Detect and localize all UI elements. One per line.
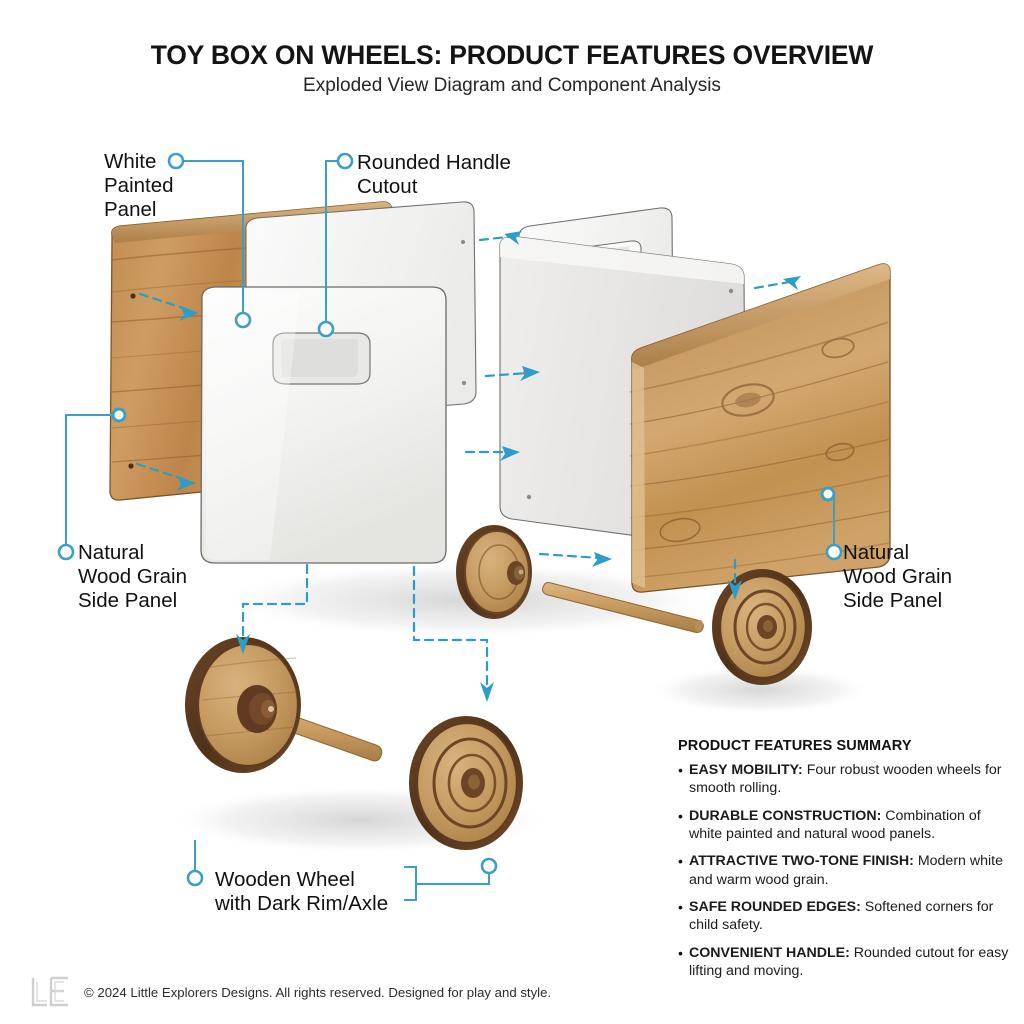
marker-right-wood-label	[825, 543, 843, 561]
feature-text: CONVENIENT HANDLE: Rounded cutout for ea…	[689, 944, 1014, 981]
product-features-summary: PRODUCT FEATURES SUMMARY • EASY MOBILITY:…	[678, 738, 1014, 989]
marker-rounded-handle-label	[336, 152, 354, 170]
bullet-icon: •	[678, 762, 683, 778]
feature-description: Modern white and warm wood grain.	[689, 853, 1003, 888]
callout-label-left-wood-panel: Natural Wood Grain Side Panel	[78, 541, 188, 612]
marker-left-wood-label	[57, 543, 75, 561]
callout-label-rounded-handle-cutout: Rounded Handle Cutout	[357, 151, 511, 198]
attached-wheel-left	[456, 525, 532, 619]
feature-term: DURABLE CONSTRUCTION:	[689, 807, 882, 824]
bullet-icon: •	[678, 807, 683, 824]
footer-copyright: © 2024 Little Explorers Designs. All rig…	[84, 984, 552, 1000]
feature-item: • EASY MOBILITY: Four robust wooden wheel…	[678, 761, 1014, 798]
assembly-arrowheads	[176, 231, 801, 702]
feature-description: Rounded cutout for easy lifting and movi…	[689, 944, 1009, 979]
feature-term: SAFE ROUNDED EDGES:	[689, 898, 861, 915]
bullet-icon: •	[678, 898, 683, 915]
feature-item: • ATTRACTIVE TWO-TONE FINISH: Modern whit…	[678, 852, 1014, 889]
marker-white-painted-panel-label	[167, 152, 185, 170]
callout-label-white-painted-panel: White Painted Panel	[104, 150, 174, 221]
bullet-icon: •	[678, 944, 683, 961]
feature-term: CONVENIENT HANDLE:	[689, 944, 850, 961]
feature-item: • DURABLE CONSTRUCTION: Combination of wh…	[678, 807, 1014, 844]
feature-text: EASY MOBILITY: Four robust wooden wheels…	[689, 761, 1014, 798]
marker-wheel-target	[480, 857, 498, 875]
features-list: • EASY MOBILITY: Four robust wooden wheel…	[678, 761, 1014, 980]
feature-description: Softened corners for child safety.	[689, 898, 994, 934]
feature-item: • SAFE ROUNDED EDGES: Softened corners fo…	[678, 898, 1014, 935]
footer: © 2024 Little Explorers Designs. All rig…	[30, 975, 551, 1009]
feature-text: DURABLE CONSTRUCTION: Combination of whi…	[689, 807, 1014, 844]
marker-left-wood-target	[111, 407, 127, 423]
features-heading: PRODUCT FEATURES SUMMARY	[678, 738, 912, 754]
page-subtitle: Exploded View Diagram and Component Anal…	[303, 75, 721, 96]
callout-markers-filled	[111, 407, 836, 502]
callout-label-wooden-wheel: Wooden Wheel with Dark Rim/Axle	[215, 868, 389, 915]
marker-rounded-handle-target	[317, 320, 335, 338]
feature-term: ATTRACTIVE TWO-TONE FINISH:	[689, 853, 914, 870]
bullet-icon: •	[678, 853, 683, 870]
wheel-axle-assembly	[185, 637, 523, 850]
axle-rod-right	[542, 582, 704, 633]
little-explorers-logo-icon	[31, 976, 68, 1007]
marker-white-painted-panel-target	[234, 311, 252, 329]
page-title: TOY BOX ON WHEELS: PRODUCT FEATURES OVER…	[150, 40, 874, 70]
feature-description: Combination of white painted and natural…	[689, 807, 981, 842]
callout-markers	[57, 152, 843, 887]
feature-description: Four robust wooden wheels for smooth rol…	[689, 762, 1002, 797]
front-white-panel	[200, 286, 447, 564]
feature-text: ATTRACTIVE TWO-TONE FINISH: Modern white…	[689, 852, 1014, 889]
callout-label-right-wood-panel: Natural Wood Grain Side Panel	[843, 541, 953, 612]
marker-wheel-label	[186, 869, 204, 887]
feature-text: SAFE ROUNDED EDGES: Softened corners for…	[689, 898, 1014, 935]
detached-wheel-right	[712, 569, 812, 685]
feature-term: EASY MOBILITY:	[689, 762, 803, 778]
marker-right-wood-target	[820, 486, 836, 502]
feature-item: • CONVENIENT HANDLE: Rounded cutout for e…	[678, 944, 1014, 981]
